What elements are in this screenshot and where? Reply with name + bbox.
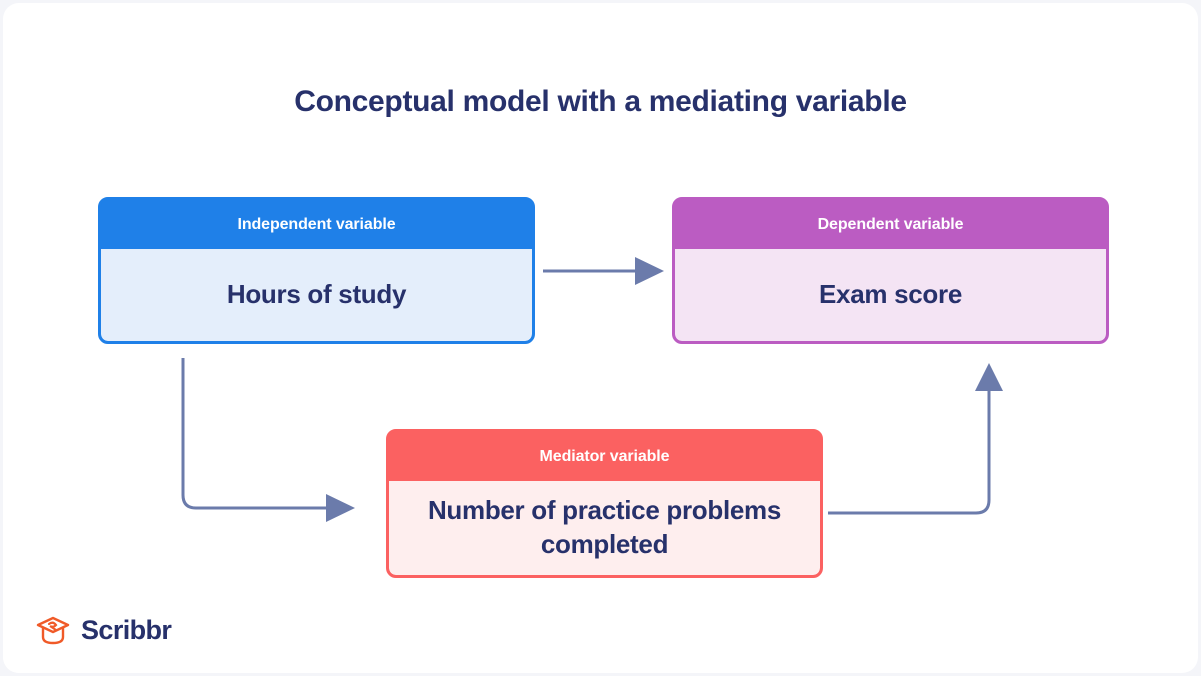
brand-name: Scribbr [81, 615, 172, 645]
node-dependent-variable-label: Exam score [675, 249, 1106, 341]
brand-badge: Scribbr [3, 591, 235, 673]
page-title: Conceptual model with a mediating variab… [294, 85, 907, 118]
arrow-independent-to-mediator-icon [181, 358, 355, 522]
node-independent-variable-label: Hours of study [101, 249, 532, 341]
arrow-independent-to-dependent-icon [543, 257, 664, 285]
node-mediator-variable-role: Mediator variable [389, 432, 820, 481]
scribbr-graduation-cap-icon [36, 616, 70, 644]
diagram-sheet: Conceptual model with a mediating variab… [3, 3, 1198, 673]
node-dependent-variable-role: Dependent variable [675, 200, 1106, 249]
badge-shape [3, 591, 209, 673]
arrow-mediator-to-dependent-icon [828, 363, 1003, 515]
node-mediator-variable-label: Number of practice problems completed [389, 481, 820, 575]
node-mediator-variable: Mediator variable Number of practice pro… [386, 429, 823, 578]
node-independent-variable: Independent variable Hours of study [98, 197, 535, 344]
node-dependent-variable: Dependent variable Exam score [672, 197, 1109, 344]
node-independent-variable-role: Independent variable [101, 200, 532, 249]
